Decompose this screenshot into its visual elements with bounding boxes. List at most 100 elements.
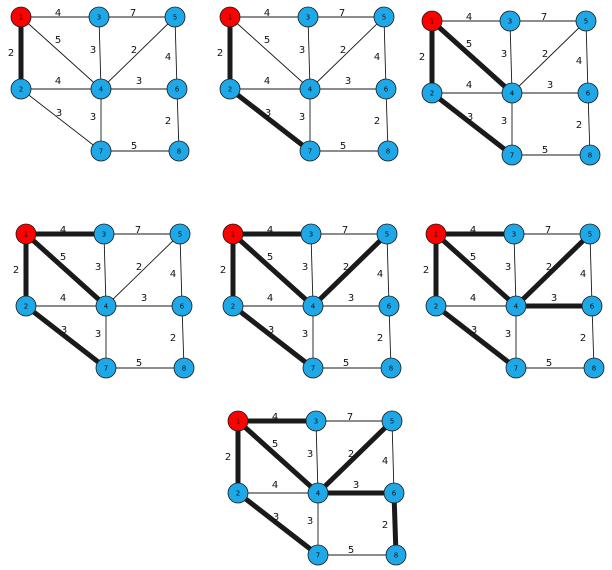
edge-weight-label: 3 [348,293,354,304]
edge-weight-label: 4 [377,269,383,280]
graph-edge [386,233,390,307]
edge-weight-label: 2 [165,116,171,127]
graph-node [501,144,523,166]
graph-node [378,295,400,317]
graph-node [297,6,319,28]
start-node [227,410,249,432]
mst-edge [433,303,519,371]
graph-node [222,295,244,317]
edge-weight-label: 2 [225,452,231,463]
start-node [10,6,32,28]
edge-weight-label: 5 [348,545,354,556]
edge-weight-label: 2 [217,48,223,59]
edge-weight-label: 2 [576,120,582,131]
graph-node [10,78,32,100]
graph-node [380,357,402,379]
edge-weight-label: 2 [8,48,14,59]
start-node [15,223,37,245]
edge-weight-label: 4 [466,80,472,91]
graph-node [164,6,186,28]
graph-edge [20,88,102,152]
edge-weight-label: 3 [90,112,96,123]
graph-edge [103,233,107,307]
graph-node [90,78,112,100]
edge-weight-label: 5 [546,358,552,369]
mst-edge [23,303,109,371]
edge-weight-label: 3 [90,45,96,56]
mst-edge [230,231,316,309]
edge-weight-label: 4 [264,76,270,87]
graph-edge [20,16,102,90]
graph-node [579,144,601,166]
edge-weight-label: 2 [374,116,380,127]
graph-node [376,223,398,245]
edge-weight-label: 3 [302,329,308,340]
graph-node [95,357,117,379]
mst-edge [235,490,321,558]
edge-weight-label: 3 [56,108,62,119]
edge-weight-label: 3 [505,329,511,340]
graph-edge [513,233,517,307]
graph-node [583,357,605,379]
graph-node [425,295,447,317]
edge-weight-label: 4 [55,76,61,87]
graph-node [505,357,527,379]
graph-edge [391,420,395,494]
edge-weight-label: 5 [470,252,476,263]
graph-node [15,295,37,317]
graph-node [95,295,117,317]
graph-edge [174,16,178,90]
edge-weight-label: 3 [353,480,359,491]
edge-weight-label: 5 [340,141,346,152]
edge-weight-label: 5 [466,39,472,50]
graph-edge [309,16,385,90]
graph-node [381,410,403,432]
edge-weight-label: 2 [382,520,388,531]
edge-weight-label: 3 [95,262,101,273]
edge-weight-label: 4 [470,293,476,304]
graph-node [169,223,191,245]
graph-node [577,82,599,104]
edge-weight-label: 3 [141,293,147,304]
edge-weight-label: 3 [501,116,507,127]
graph-node [90,140,112,162]
graph-edge [179,233,183,307]
edge-weight-label: 4 [272,480,278,491]
edge-weight-label: 4 [60,293,66,304]
graph-node [375,78,397,100]
graph-node [501,82,523,104]
start-node [425,223,447,245]
edge-weight-label: 2 [13,265,19,276]
edge-weight-label: 3 [307,516,313,527]
edge-weight-label: 5 [60,252,66,263]
edge-weight-label: 2 [419,52,425,63]
start-node [222,223,244,245]
edge-weight-label: 5 [267,252,273,263]
graph-node [305,410,327,432]
graph-node [173,357,195,379]
graph-edge [98,16,102,90]
graph-node [383,482,405,504]
graph-node [581,295,603,317]
graph-edge [383,16,387,90]
edge-weight-label: 5 [542,145,548,156]
mst-edge [227,86,313,154]
graph-node [300,223,322,245]
edge-weight-label: 4 [170,269,176,280]
mst-edge [429,90,515,158]
graph-edge [307,16,311,90]
graph-edge [100,16,176,90]
edge-weight-label: 2 [423,265,429,276]
edge-weight-label: 5 [343,358,349,369]
edge-weight-label: 2 [220,265,226,276]
graph-node [299,78,321,100]
mst-edge [433,231,519,309]
start-node [219,6,241,28]
graph-node [171,295,193,317]
edge-weight-label: 3 [307,449,313,460]
